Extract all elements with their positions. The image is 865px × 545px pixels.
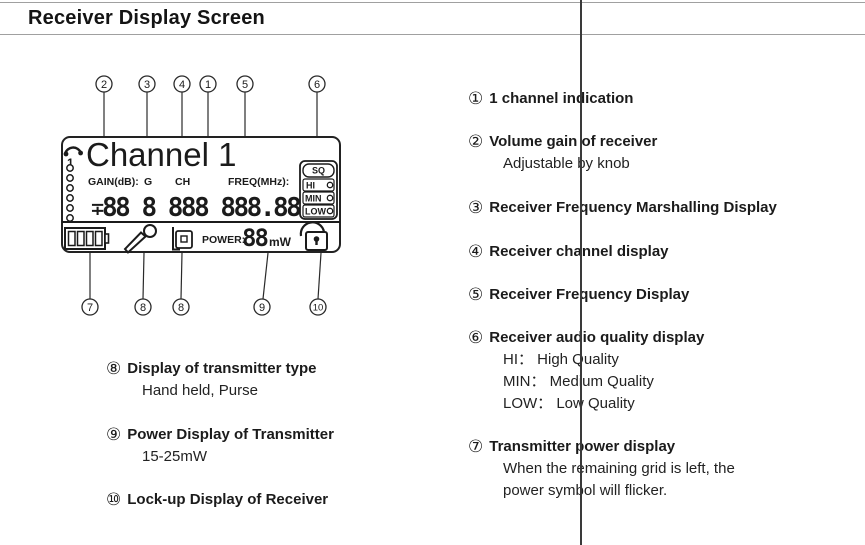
note-6-heading: Receiver audio quality display (489, 329, 705, 346)
channel-text: Channel 1 (86, 136, 236, 173)
callout-6: 6 (314, 79, 320, 91)
callout-2: 2 (101, 79, 107, 91)
note-5-marker: ⑤ (468, 285, 484, 305)
bodypack-transmitter-icon (172, 227, 193, 251)
note-10-heading: Lock-up Display of Receiver (127, 491, 329, 508)
note-1-heading: 1 channel indication (489, 90, 634, 107)
callout-7: 7 (87, 302, 93, 314)
callout-10: 10 (313, 303, 324, 314)
headphone-channel-number: 1 (67, 156, 74, 170)
power-label: POWER: (202, 234, 245, 246)
note-7: ⑦ Transmitter power display When the rema… (468, 436, 735, 502)
note-10: ⑩ Lock-up Display of Receiver (106, 489, 328, 511)
note-5-heading: Receiver Frequency Display (489, 286, 690, 303)
page-title: Receiver Display Screen (28, 7, 265, 29)
note-4-marker: ④ (468, 242, 484, 262)
power-value: 88 (242, 224, 267, 252)
note-3: ③ Receiver Frequency Marshalling Display (468, 197, 777, 219)
note-9-marker: ⑨ (106, 425, 122, 445)
note-2-line: Adjustable by knob (503, 155, 630, 172)
note-3-heading: Receiver Frequency Marshalling Display (489, 199, 777, 216)
note-3-marker: ③ (468, 198, 484, 218)
note-6-line-min: MIN： Medium Quality (503, 373, 654, 390)
bottom-callouts: 7 8 8 9 10 (81, 298, 327, 316)
headphone-icon (63, 146, 83, 157)
note-6-line-hi: HI： High Quality (503, 351, 619, 368)
callout-5: 5 (242, 79, 248, 91)
segment-digits: 88 8 888 888.88 (102, 193, 301, 223)
note-2-marker: ② (468, 132, 484, 152)
callout-9: 9 (259, 302, 265, 314)
note-2: ② Volume gain of receiver Adjustable by k… (468, 131, 657, 175)
callout-4: 4 (179, 79, 185, 91)
note-8-marker: ⑧ (106, 359, 122, 379)
power-unit: mW (269, 235, 292, 249)
sq-panel: SQ HI MIN LOW (299, 160, 338, 220)
note-8: ⑧ Display of transmitter type Hand held, … (106, 358, 316, 402)
battery-icon (64, 227, 110, 250)
top-callouts: 2 3 4 1 5 6 (95, 75, 326, 93)
note-1: ① 1 channel indication (468, 88, 633, 110)
g-label: G (144, 176, 152, 188)
note-10-marker: ⑩ (106, 490, 122, 510)
lcd-screen-outline (61, 136, 341, 253)
note-6-marker: ⑥ (468, 328, 484, 348)
note-5: ⑤ Receiver Frequency Display (468, 284, 689, 306)
note-8-line: Hand held, Purse (142, 382, 258, 399)
note-4: ④ Receiver channel display (468, 241, 669, 263)
sq-label: SQ (312, 166, 325, 176)
note-6: ⑥ Receiver audio quality display HI： High… (468, 327, 704, 415)
bottom-leader-lines (89, 252, 322, 300)
note-7-heading: Transmitter power display (489, 438, 676, 455)
note-7-marker: ⑦ (468, 437, 484, 457)
note-9-line: 15-25mW (142, 448, 208, 465)
unlock-icon (299, 221, 328, 251)
note-7-line-2: power symbol will flicker. (503, 482, 668, 499)
note-2-heading: Volume gain of receiver (489, 133, 658, 150)
note-7-line-1: When the remaining grid is left, the (503, 460, 735, 477)
page-fold-line (580, 0, 582, 545)
callout-8b: 8 (178, 302, 184, 314)
gain-label: GAIN(dB): (88, 176, 139, 188)
min-label: MIN (305, 194, 322, 204)
plus-minus-sign: ∓ (90, 199, 105, 220)
freq-label: FREQ(MHz): (228, 176, 289, 188)
note-8-heading: Display of transmitter type (127, 360, 317, 377)
microphone-icon (123, 224, 157, 254)
note-6-line-low: LOW： Low Quality (503, 395, 635, 412)
note-9: ⑨ Power Display of Transmitter 15-25mW (106, 424, 334, 468)
hi-label: HI (306, 181, 315, 191)
note-9-heading: Power Display of Transmitter (127, 426, 334, 443)
note-1-marker: ① (468, 89, 484, 109)
callout-3: 3 (144, 79, 150, 91)
lcd-diagram: 2 3 4 1 5 6 1 Channel 1 GAIN(dB): G CH F… (61, 75, 341, 316)
low-label: LOW (305, 207, 326, 217)
ch-label: CH (175, 176, 190, 188)
callout-8a: 8 (140, 302, 146, 314)
title-band: Receiver Display Screen (0, 2, 865, 35)
callout-1: 1 (205, 79, 211, 91)
note-4-heading: Receiver channel display (489, 243, 669, 260)
